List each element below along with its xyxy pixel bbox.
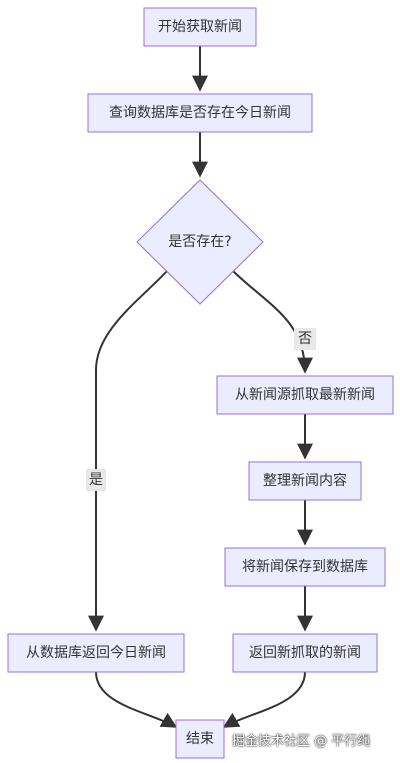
node-return-db-box	[7, 633, 185, 673]
edge-label-yes: 是	[86, 469, 106, 491]
node-query-db: 查询数据库是否存在今日新闻	[87, 93, 313, 133]
edge-label-yes-bg	[86, 469, 106, 491]
node-save-db-label: 将新闻保存到数据库	[242, 559, 368, 575]
node-end-label: 结束	[186, 731, 214, 747]
node-return-new-label: 返回新抓取的新闻	[249, 645, 361, 661]
node-return-new: 返回新抓取的新闻	[232, 633, 378, 673]
edge-label-no: 否	[294, 328, 316, 350]
node-decision-diamond	[136, 179, 264, 305]
edge-decision-no	[232, 270, 313, 374]
node-start: 开始获取新闻	[143, 7, 257, 47]
node-decision-label: 是否存在?	[168, 234, 231, 250]
edge-label-yes-text: 是	[89, 472, 103, 488]
node-organize-label: 整理新闻内容	[263, 472, 347, 489]
edge-return-new-to-end	[222, 671, 306, 728]
node-start-label: 开始获取新闻	[158, 19, 242, 35]
node-organize: 整理新闻内容	[248, 461, 362, 501]
node-fetch-source: 从新闻源抓取最新新闻	[216, 375, 394, 415]
node-save-db-box	[224, 547, 386, 587]
node-end: 结束	[175, 719, 225, 759]
node-return-db: 从数据库返回今日新闻	[7, 633, 185, 673]
node-end-box	[175, 719, 225, 759]
edge-label-no-text: 否	[298, 331, 312, 347]
node-fetch-source-label: 从新闻源抓取最新新闻	[235, 387, 375, 403]
node-query-db-label: 查询数据库是否存在今日新闻	[109, 105, 291, 121]
node-decision: 是否存在?	[136, 179, 264, 305]
node-query-db-box	[87, 93, 313, 133]
watermark: 掘金技术社区 @ 平行绳	[232, 734, 371, 749]
node-return-new-box	[232, 633, 378, 673]
edge-label-no-bg	[294, 328, 316, 350]
edges	[88, 46, 313, 728]
edge-decision-yes	[88, 270, 168, 632]
node-start-box	[143, 7, 257, 47]
node-save-db: 将新闻保存到数据库	[224, 547, 386, 587]
node-fetch-source-box	[216, 375, 394, 415]
node-organize-box	[248, 461, 362, 501]
edge-return-db-to-end	[95, 671, 178, 728]
node-return-db-label: 从数据库返回今日新闻	[26, 645, 166, 661]
